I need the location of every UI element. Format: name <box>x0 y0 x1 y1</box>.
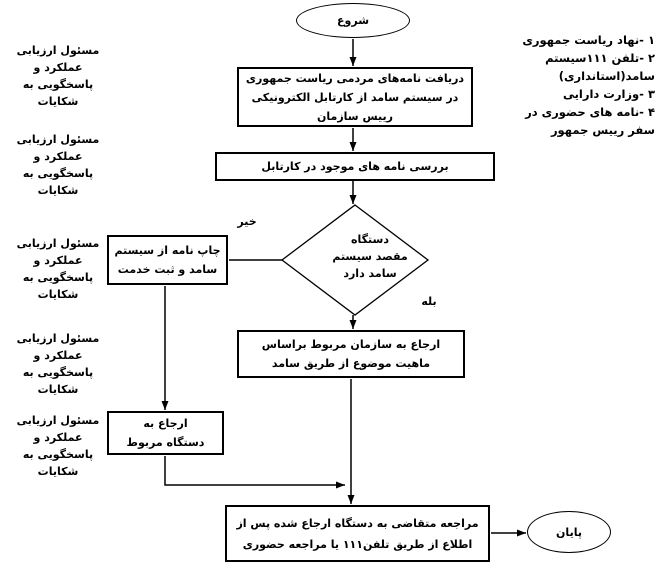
role-label-line: شکایات <box>37 383 79 396</box>
role-label-line: پاسخگویی به <box>22 167 94 180</box>
decision-diamond-text: دستگاه مقصد سیستم سامد دارد <box>320 231 420 282</box>
review-letters-box: بررسی نامه های موجود در کارتابل <box>215 152 495 181</box>
role-label-line: مسئول ارزیابی <box>16 414 100 427</box>
refer-organization-line: ارجاع به سازمان مربوط براساس <box>261 338 441 351</box>
receive-letters-line: رییس سازمان <box>317 109 393 123</box>
input-sources-list: ۱ -نهاد ریاست جمهوری ۲ -تلفن ۱۱۱سیستم سا… <box>495 31 655 139</box>
role-label-line: پاسخگویی به <box>22 271 94 284</box>
role-label-line: عملکرد و <box>33 431 83 444</box>
role-label-line: شکایات <box>37 288 79 301</box>
start-label: شروع <box>337 14 370 27</box>
print-letter-box: چاپ نامه از سیستم سامد و ثبت خدمت <box>107 235 228 285</box>
end-label: پایان <box>556 525 582 539</box>
role-label-line: پاسخگویی به <box>22 78 94 91</box>
decision-line: دستگاه <box>351 233 389 246</box>
review-letters-line: بررسی نامه های موجود در کارتابل <box>261 159 449 173</box>
print-letter-line: چاپ نامه از سیستم <box>114 244 221 257</box>
source-item-continuation: سامد(استانداری) <box>558 69 655 83</box>
applicant-visit-box: مراجعه متقاضی به دستگاه ارجاع شده پس از … <box>225 505 490 562</box>
refer-organization-line: ماهیت موضوع از طریق سامد <box>271 357 431 370</box>
end-terminator: پایان <box>527 511 611 553</box>
role-label-line: شکایات <box>37 95 79 108</box>
role-label-4: مسئول ارزیابی عملکرد و پاسخگویی به شکایا… <box>8 330 108 398</box>
arrow-refer-device-to-junction <box>164 456 345 489</box>
refer-organization-box: ارجاع به سازمان مربوط براساس ماهیت موضوع… <box>237 330 465 378</box>
branch-no-label: خیر <box>237 215 257 228</box>
start-terminator: شروع <box>296 3 410 38</box>
receive-letters-line: دریافت نامه‌های مردمی ریاست جمهوری <box>245 71 465 85</box>
role-label-line: پاسخگویی به <box>22 448 94 461</box>
applicant-visit-line: اطلاع از طریق تلفن۱۱۱ یا مراجعه حضوری <box>242 537 473 551</box>
role-label-line: عملکرد و <box>33 254 83 267</box>
role-label-line: مسئول ارزیابی <box>16 133 100 146</box>
source-item-continuation: سفر رییس جمهور <box>550 123 655 137</box>
source-item: ۳ -وزارت دارایی <box>562 87 655 101</box>
role-label-2: مسئول ارزیابی عملکرد و پاسخگویی به شکایا… <box>8 131 108 199</box>
print-letter-line: سامد و ثبت خدمت <box>117 263 218 276</box>
role-label-line: شکایات <box>37 184 79 197</box>
role-label-line: مسئول ارزیابی <box>16 332 100 345</box>
role-label-line: شکایات <box>37 465 79 478</box>
receive-letters-box: دریافت نامه‌های مردمی ریاست جمهوری در سی… <box>237 67 473 127</box>
role-label-line: پاسخگویی به <box>22 366 94 379</box>
branch-yes-label: بله <box>421 295 437 308</box>
decision-diamond-shape <box>280 204 430 316</box>
decision-line: سامد دارد <box>343 267 397 280</box>
source-item: ۱ -نهاد ریاست جمهوری <box>522 33 655 47</box>
role-label-line: عملکرد و <box>33 349 83 362</box>
role-label-1: مسئول ارزیابی عملکرد و پاسخگویی به شکایا… <box>8 42 108 110</box>
refer-device-line: دستگاه مربوط <box>126 436 205 449</box>
decision-line: مقصد سیستم <box>332 250 408 263</box>
role-label-3: مسئول ارزیابی عملکرد و پاسخگویی به شکایا… <box>8 235 108 303</box>
role-label-5: مسئول ارزیابی عملکرد و پاسخگویی به شکایا… <box>8 412 108 480</box>
applicant-visit-line: مراجعه متقاضی به دستگاه ارجاع شده پس از <box>236 516 479 530</box>
refer-device-line: ارجاع به <box>143 417 188 430</box>
source-item: ۴ -نامه های حضوری در <box>525 105 655 119</box>
role-label-line: عملکرد و <box>33 150 83 163</box>
role-label-line: مسئول ارزیابی <box>16 44 100 57</box>
role-label-line: عملکرد و <box>33 61 83 74</box>
source-item: ۲ -تلفن ۱۱۱سیستم <box>545 51 655 65</box>
refer-device-box: ارجاع به دستگاه مربوط <box>107 411 224 455</box>
role-label-line: مسئول ارزیابی <box>16 237 100 250</box>
receive-letters-line: در سیستم سامد از کارتابل الکترونیکی <box>251 90 459 104</box>
